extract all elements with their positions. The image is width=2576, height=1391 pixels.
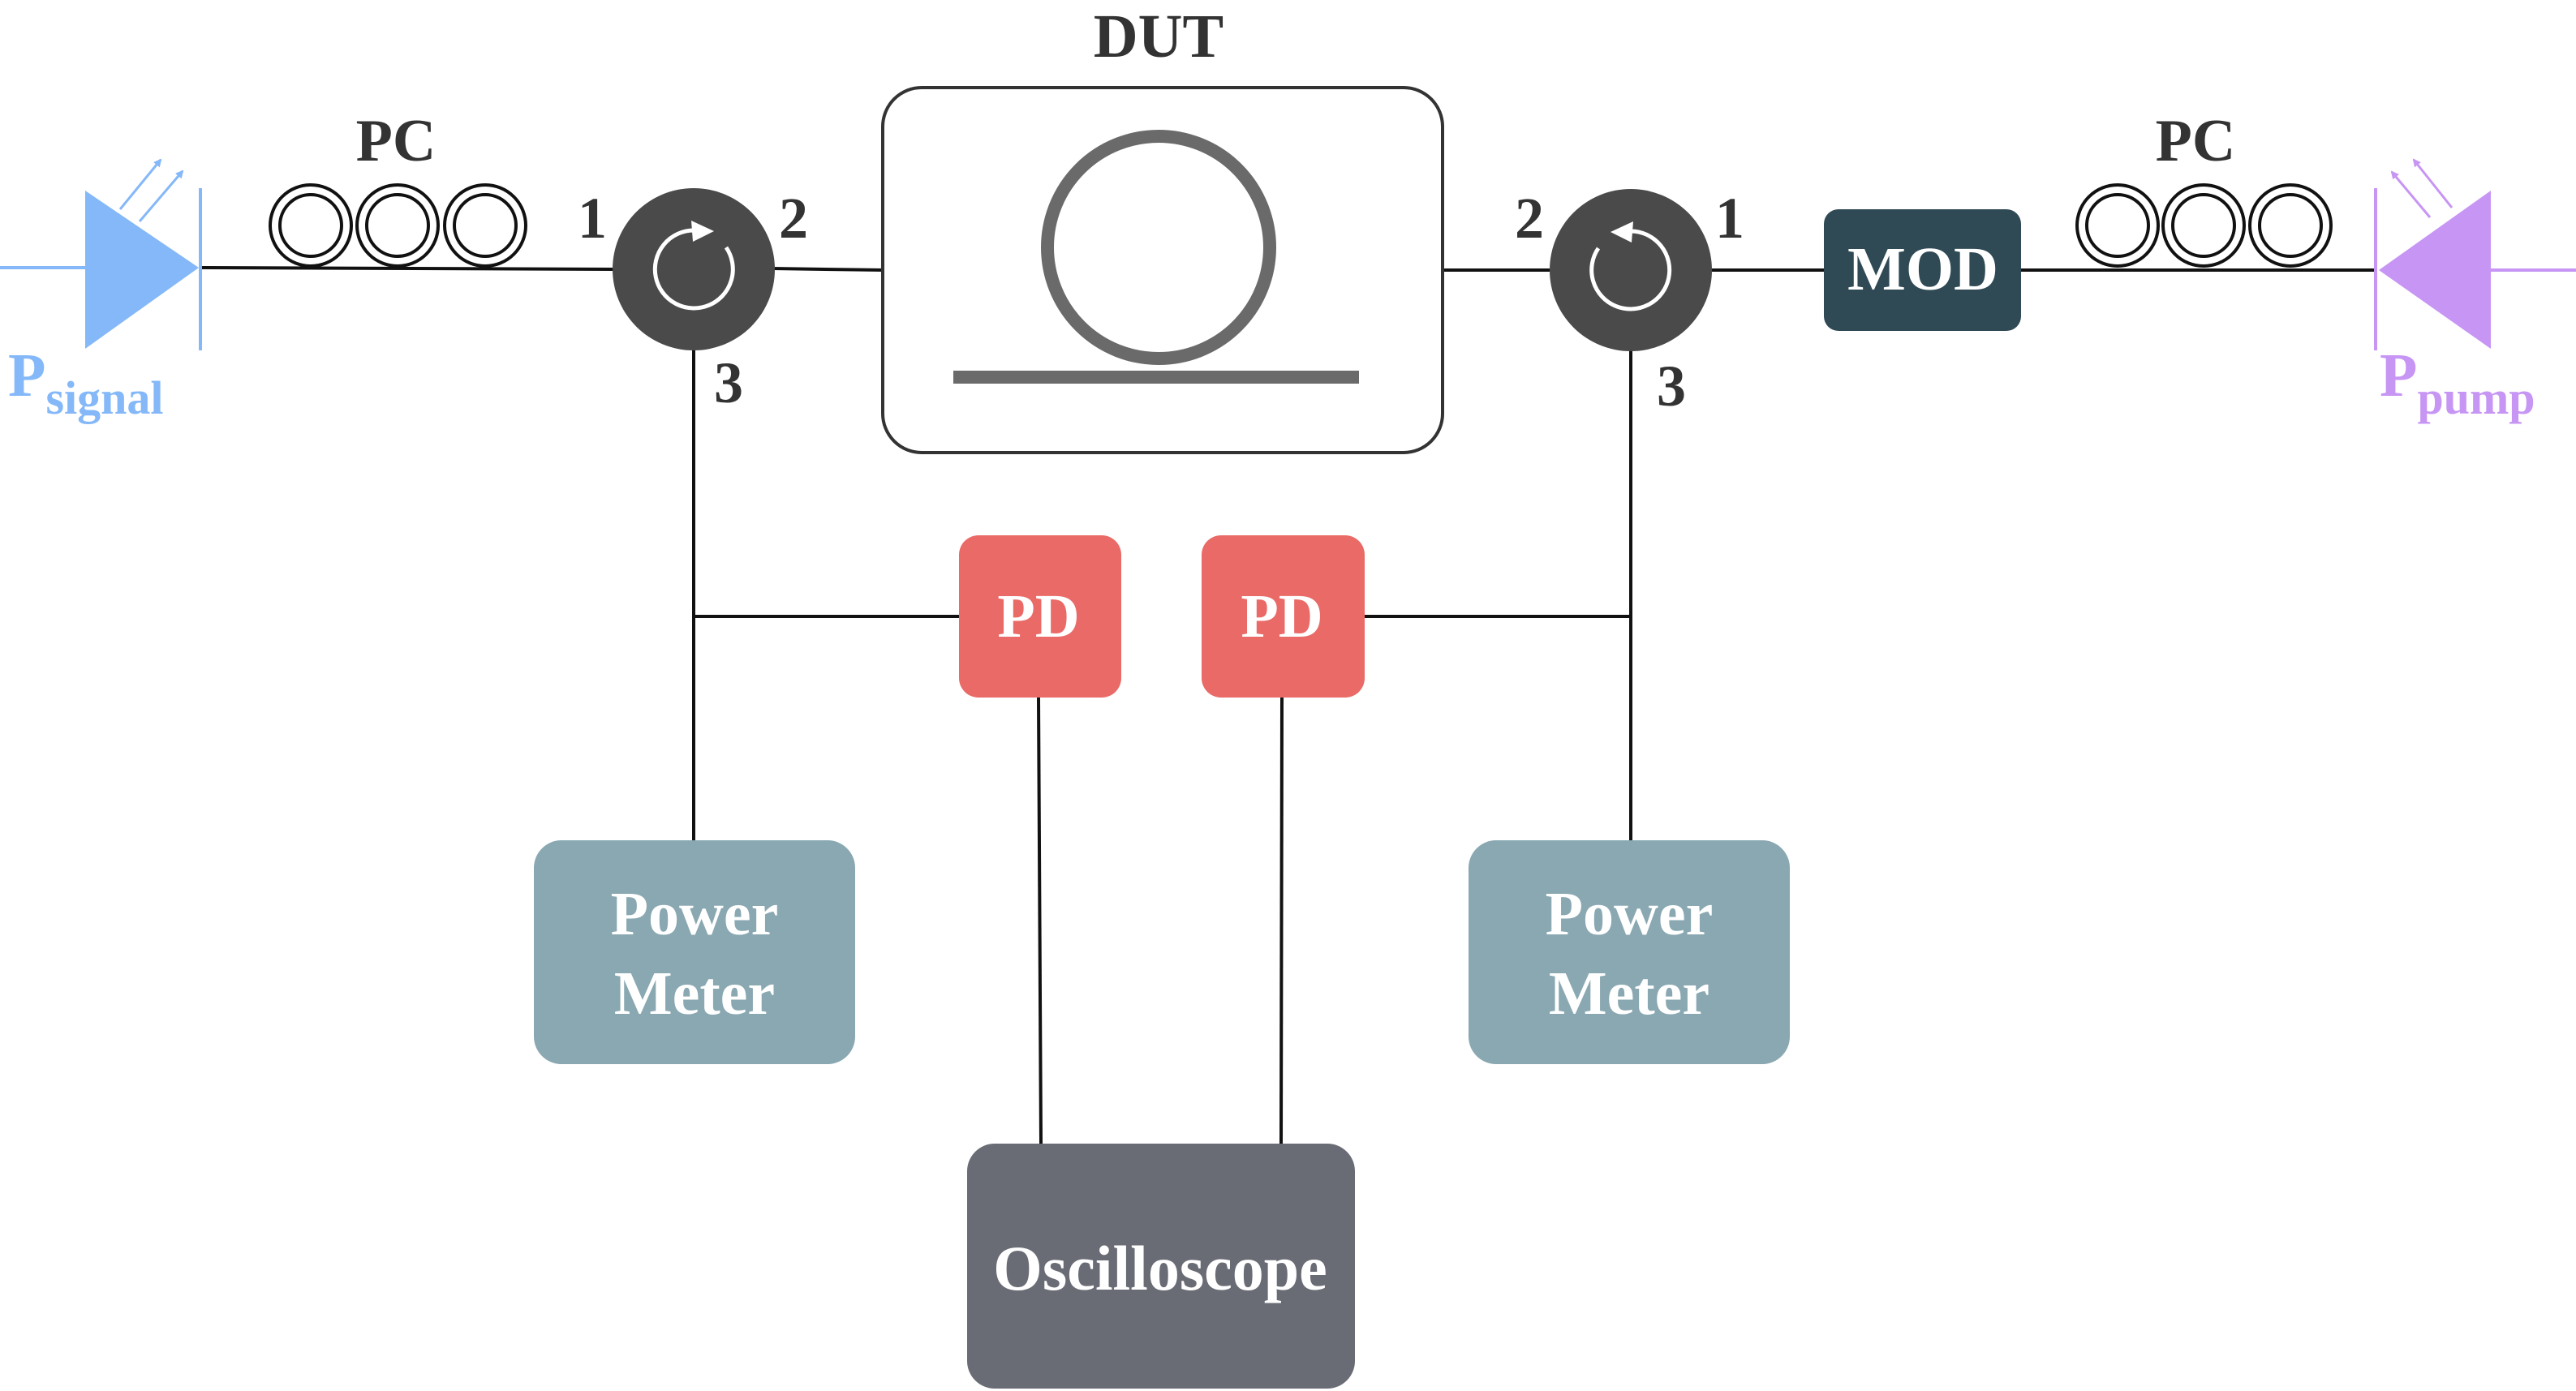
right-circ-port-3: 3 (1657, 354, 1686, 419)
right-pd-to-scope (1279, 697, 1284, 1144)
pd-left-label: PD (997, 582, 1079, 650)
dut-box[interactable] (881, 86, 1444, 454)
polarization-controller-right[interactable] (2075, 183, 2333, 268)
polarization-controller-left[interactable] (269, 183, 527, 268)
oscilloscope-box[interactable]: Oscilloscope (967, 1144, 1355, 1389)
signal-laser-icon (0, 158, 202, 350)
fiber-lines (198, 266, 2377, 1144)
circulator-right[interactable] (1550, 189, 1712, 351)
left-pd-to-scope (1037, 697, 1043, 1144)
photodetector-left[interactable]: PD (959, 535, 1121, 698)
power-meter-left-line2: Meter (614, 960, 775, 1028)
dut-label: DUT (1094, 2, 1223, 71)
left-circ-port-3: 3 (714, 350, 743, 415)
right-circ-port-1: 1 (1715, 186, 1744, 251)
pump-label-sub: pump (2417, 371, 2535, 424)
pump-laser-icon (2374, 158, 2576, 350)
modulator-box[interactable]: MOD (1824, 209, 2021, 331)
ring-resonator-icon (1041, 130, 1276, 365)
pd-right-label: PD (1241, 582, 1322, 650)
left-circ-port-1: 1 (578, 186, 607, 251)
power-meter-right[interactable]: Power Meter (1469, 840, 1790, 1064)
circ-left-to-dut-fiber (770, 267, 885, 272)
pump-label: Ppump (2380, 341, 2535, 424)
signal-fiber (198, 266, 617, 271)
mod-label: MOD (1847, 235, 1998, 303)
left-circ-port-2: 2 (779, 186, 808, 251)
pc-right-label: PC (2156, 108, 2236, 174)
oscilloscope-label: Oscilloscope (993, 1233, 1327, 1303)
signal-label-main: P (8, 341, 45, 410)
power-meter-right-line1: Power (1546, 880, 1714, 948)
circulator-left[interactable] (613, 188, 775, 350)
power-meter-left-line1: Power (611, 880, 779, 948)
power-meter-right-line2: Meter (1549, 960, 1709, 1028)
right-circ-port-2: 2 (1515, 186, 1544, 251)
signal-label-sub: signal (45, 371, 163, 424)
photodetector-right[interactable]: PD (1202, 535, 1365, 698)
power-meter-left[interactable]: Power Meter (534, 840, 855, 1064)
pc-left-label: PC (356, 108, 437, 174)
counterclockwise-arrow-icon (1589, 221, 1672, 311)
signal-label: Psignal (8, 341, 164, 424)
pump-label-main: P (2380, 341, 2417, 410)
clockwise-arrow-icon (652, 221, 735, 311)
